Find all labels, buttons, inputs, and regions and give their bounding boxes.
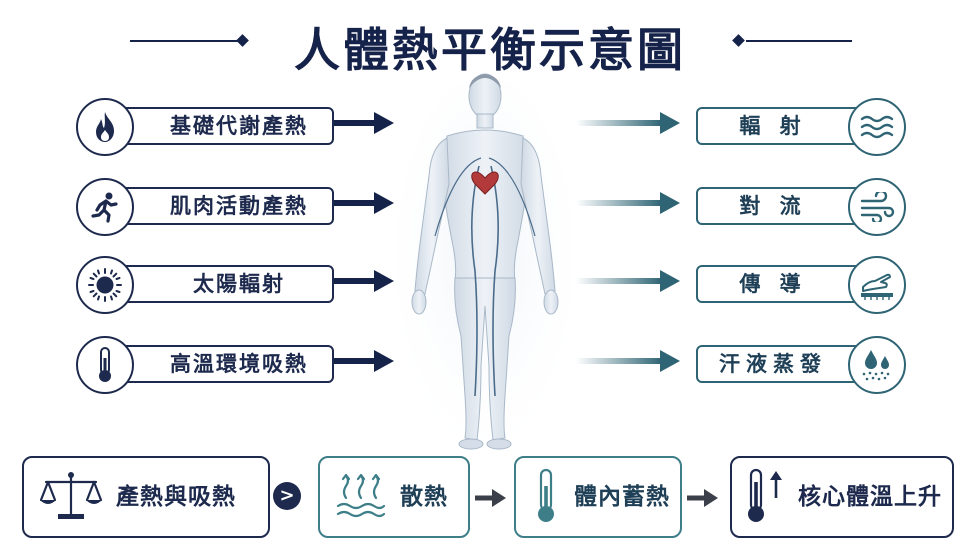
heat-gain-arrow-1 bbox=[334, 112, 394, 134]
heat-loss-label: 汗液蒸發 bbox=[719, 352, 827, 376]
human-body-figure bbox=[395, 73, 575, 456]
heat-gain-label: 肌肉活動產熱 bbox=[170, 194, 308, 218]
heat-loss-label: 傳 導 bbox=[739, 272, 807, 296]
thermometer-icon bbox=[76, 336, 134, 394]
heat-loss-arrow-4 bbox=[576, 350, 680, 372]
title-left-line bbox=[130, 40, 240, 42]
balance-scale-icon bbox=[39, 472, 103, 519]
heat-gain-arrow-4 bbox=[334, 350, 394, 372]
heat-gain-item-muscle: 肌肉活動產熱 bbox=[76, 178, 334, 236]
heat-loss-item-radiation: 輻 射 bbox=[696, 98, 906, 156]
heat-gain-label: 太陽輻射 bbox=[193, 272, 285, 296]
storage-box: 體內蓄熱 bbox=[514, 456, 682, 538]
radiation-waves-icon bbox=[848, 98, 906, 156]
result-label: 核心體溫上升 bbox=[798, 484, 942, 510]
heat-gain-item-solar: 太陽輻射 bbox=[76, 256, 334, 314]
heat-dissipation-icon bbox=[336, 474, 386, 518]
storage-label: 體內蓄熱 bbox=[574, 484, 670, 510]
heat-loss-label: 輻 射 bbox=[739, 114, 807, 138]
runner-icon bbox=[76, 178, 134, 236]
heat-loss-item-convection: 對 流 bbox=[696, 178, 906, 236]
flow-arrow-1 bbox=[475, 489, 506, 507]
heat-loss-box: 傳 導 bbox=[696, 265, 876, 303]
page-title: 人體熱平衡示意圖 bbox=[294, 23, 686, 77]
hand-contact-icon bbox=[848, 256, 906, 314]
heat-loss-arrow-1 bbox=[576, 112, 680, 134]
balance-box: 產熱與吸熱 bbox=[22, 456, 270, 538]
dissipation-box: 散熱 bbox=[318, 456, 470, 538]
heat-gain-box: 高溫環境吸熱 bbox=[104, 345, 334, 383]
heat-loss-box: 汗液蒸發 bbox=[696, 345, 876, 383]
title-right-line bbox=[746, 40, 852, 42]
heat-gain-item-environment: 高溫環境吸熱 bbox=[76, 336, 334, 394]
thermometer-rising-icon bbox=[748, 468, 782, 522]
heat-gain-arrow-3 bbox=[334, 270, 394, 292]
heat-loss-box: 對 流 bbox=[696, 187, 876, 225]
heat-gain-arrow-2 bbox=[334, 192, 394, 214]
heat-gain-box: 太陽輻射 bbox=[104, 265, 334, 303]
heat-gain-item-metabolism: 基礎代謝產熱 bbox=[76, 98, 334, 156]
heat-loss-box: 輻 射 bbox=[696, 107, 876, 145]
sweat-drops-icon bbox=[848, 336, 906, 394]
wind-icon bbox=[848, 178, 906, 236]
heat-gain-label: 基礎代謝產熱 bbox=[170, 114, 308, 138]
heat-loss-item-conduction: 傳 導 bbox=[696, 256, 906, 314]
greater-than-symbol: > bbox=[273, 482, 301, 510]
flame-icon bbox=[76, 98, 134, 156]
heat-loss-arrow-3 bbox=[576, 270, 680, 292]
heat-loss-arrow-2 bbox=[576, 192, 680, 214]
result-box: 核心體溫上升 bbox=[730, 456, 954, 538]
balance-label: 產熱與吸熱 bbox=[116, 484, 236, 510]
flow-arrow-2 bbox=[687, 489, 718, 507]
heat-loss-label: 對 流 bbox=[739, 194, 807, 218]
thermometer-icon bbox=[538, 468, 554, 522]
heat-gain-box: 基礎代謝產熱 bbox=[104, 107, 334, 145]
heat-loss-item-sweat: 汗液蒸發 bbox=[696, 336, 906, 394]
sun-icon bbox=[76, 256, 134, 314]
heat-gain-label: 高溫環境吸熱 bbox=[170, 352, 308, 376]
dissipation-label: 散熱 bbox=[400, 484, 448, 510]
title-row: 人體熱平衡示意圖 bbox=[0, 8, 980, 77]
heat-gain-box: 肌肉活動產熱 bbox=[104, 187, 334, 225]
